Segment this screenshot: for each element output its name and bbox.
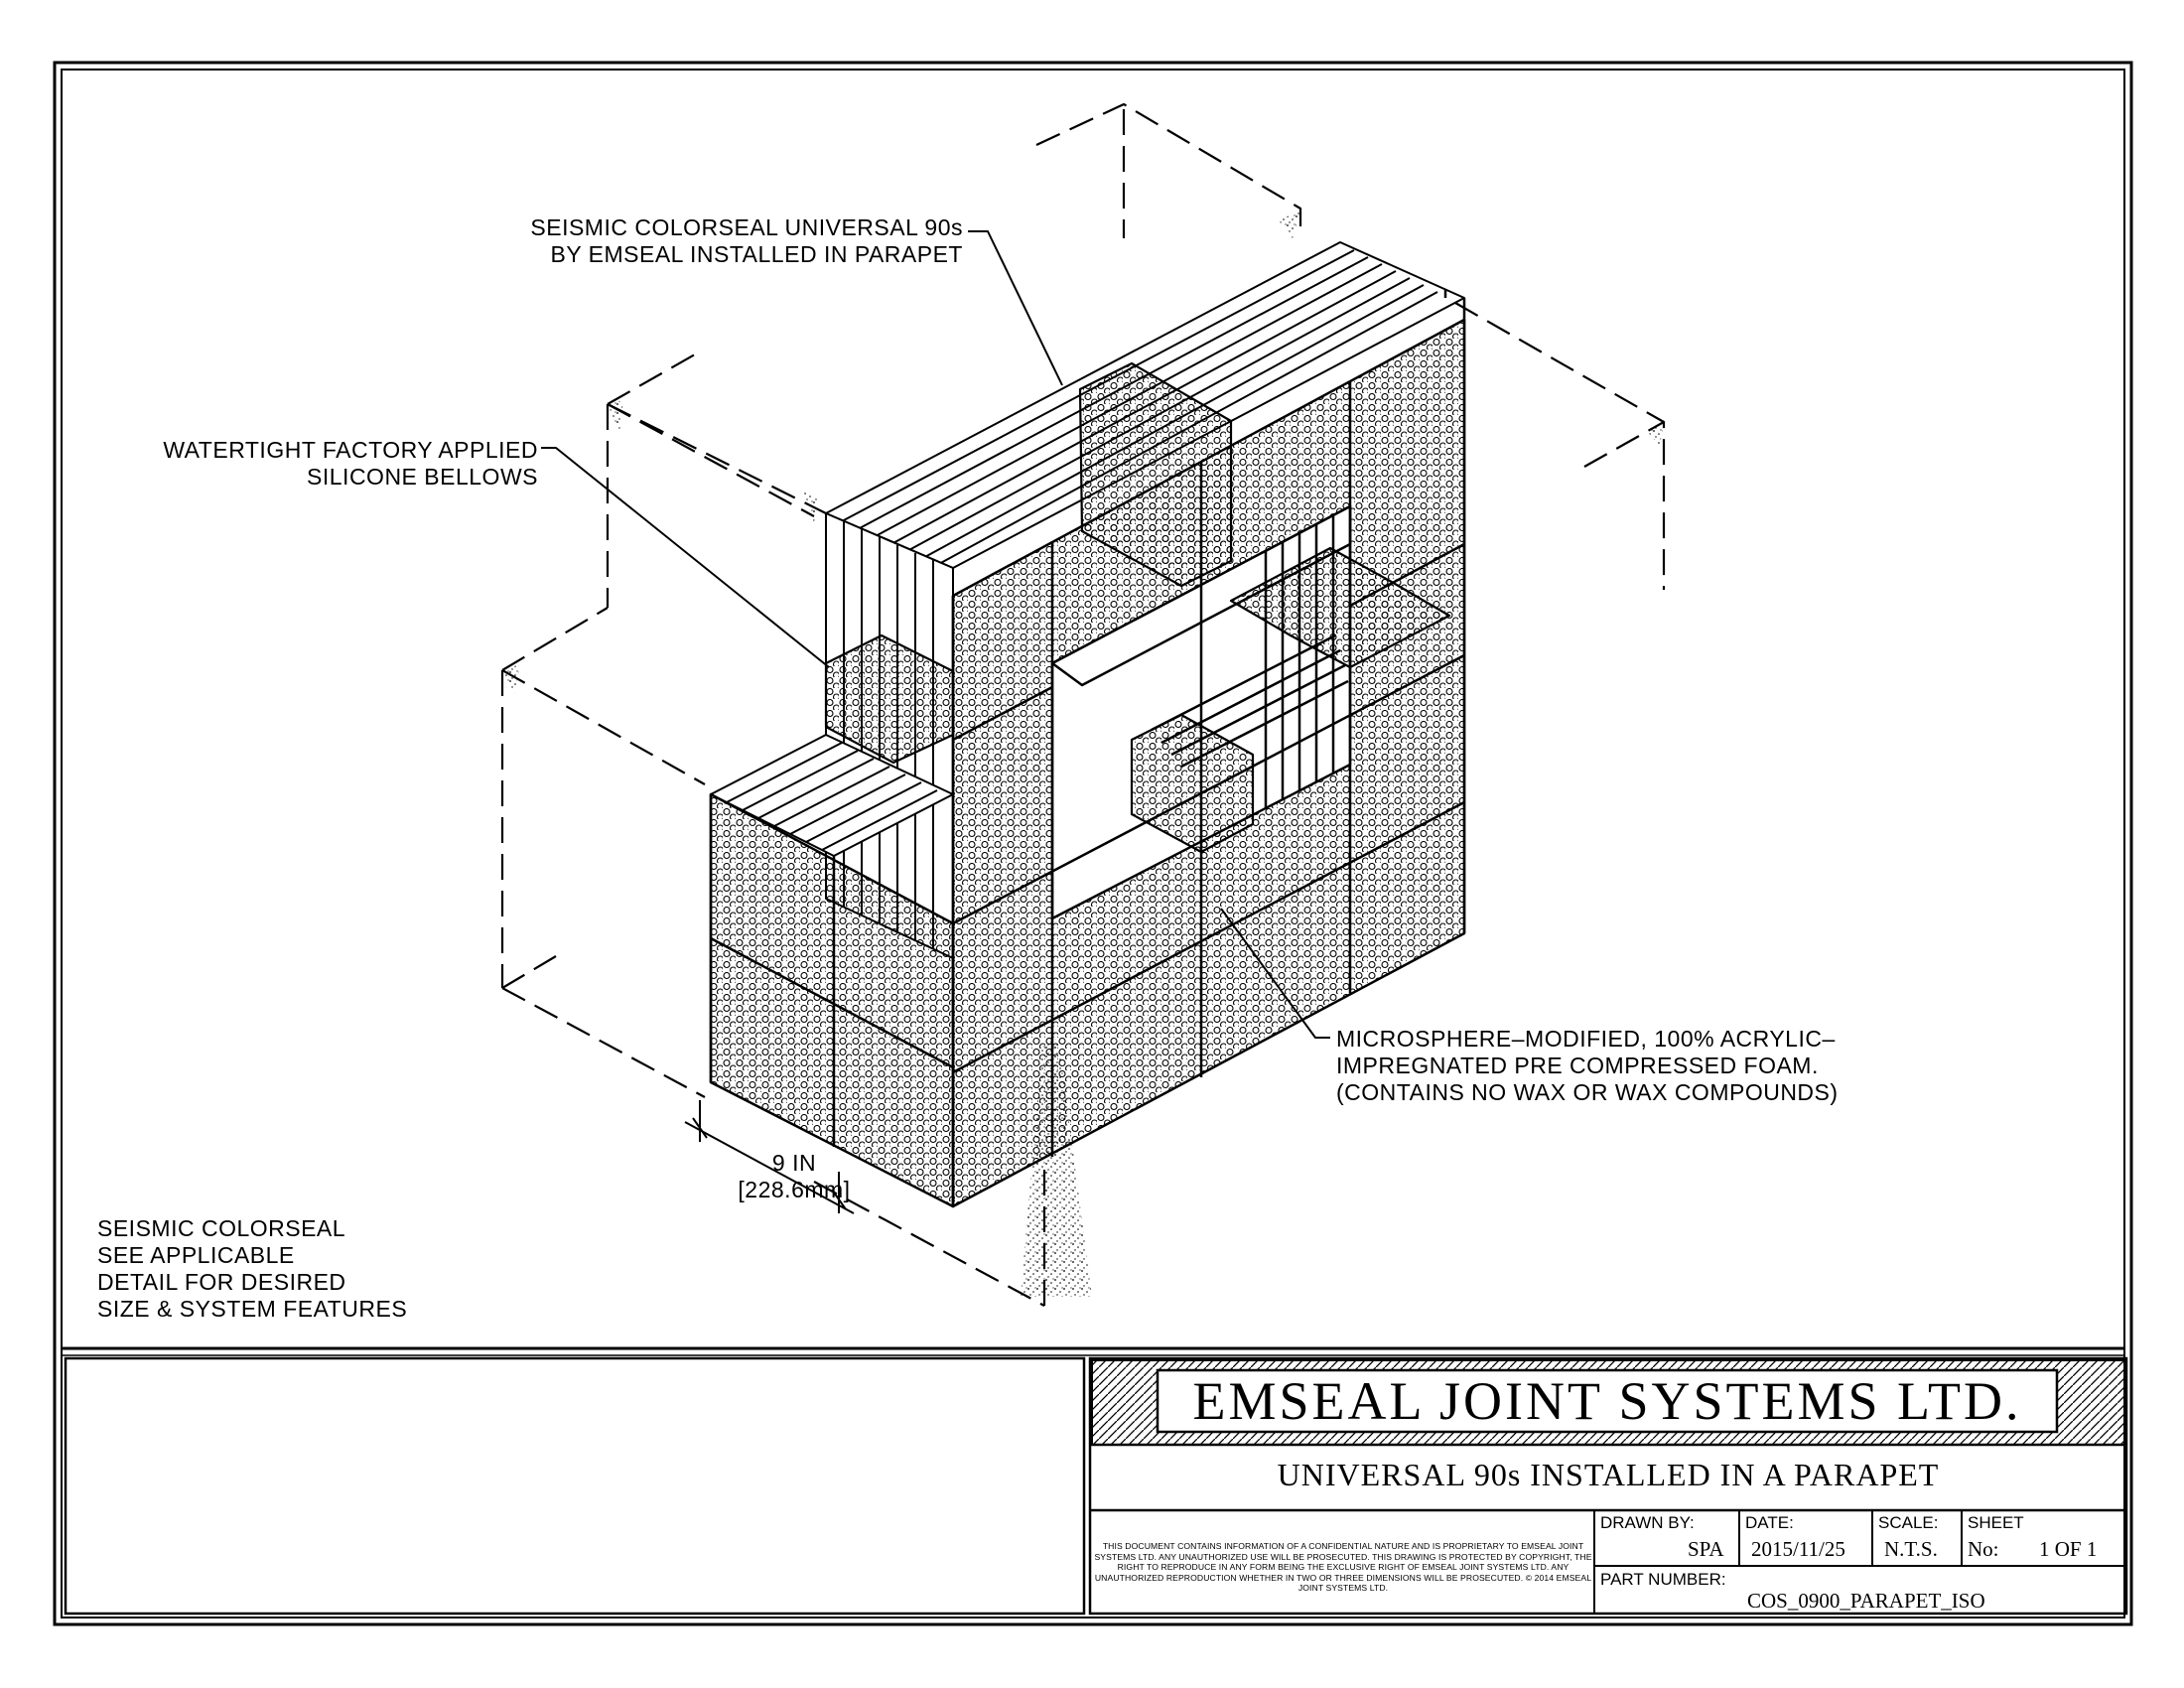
part-number-value: COS_0900_PARAPET_ISO [1747, 1589, 1985, 1613]
product-leader [968, 230, 1063, 386]
date-value: 2015/11/25 [1751, 1537, 1845, 1561]
product-annotation-line-2: BY EMSEAL INSTALLED IN PARAPET [550, 241, 963, 267]
foam-annotation: MICROSPHERE–MODIFIED, 100% ACRYLIC– IMPR… [1336, 1026, 1839, 1106]
dimension-9in [684, 1100, 855, 1214]
general-note-line-3: DETAIL FOR DESIRED [97, 1269, 346, 1295]
foam-leader [1220, 908, 1330, 1039]
inner-border [61, 69, 2125, 1618]
foam-end-blocks [824, 361, 1451, 854]
part-number-label: PART NUMBER: [1600, 1570, 1726, 1589]
drawn-by-value: SPA [1688, 1537, 1724, 1561]
leader-lines [541, 230, 1330, 1039]
general-note-line-1: SEISMIC COLORSEAL [97, 1215, 346, 1241]
product-annotation: SEISMIC COLORSEAL UNIVERSAL 90s BY EMSEA… [486, 214, 963, 268]
foam-annotation-line-3: (CONTAINS NO WAX OR WAX COMPOUNDS) [1336, 1079, 1839, 1105]
date-label: DATE: [1745, 1513, 1794, 1532]
foam-annotation-line-2: IMPREGNATED PRE COMPRESSED FOAM. [1336, 1053, 1819, 1078]
foam-annotation-line-1: MICROSPHERE–MODIFIED, 100% ACRYLIC– [1336, 1026, 1836, 1052]
scale-value: N.T.S. [1884, 1537, 1938, 1561]
general-note: SEISMIC COLORSEAL SEE APPLICABLE DETAIL … [97, 1215, 407, 1323]
sheet-value: 1 OF 1 [2039, 1537, 2098, 1561]
dimension-label: 9 IN [228.6mm] [735, 1150, 854, 1203]
isometric-parapet-drawing [500, 102, 1666, 1307]
notes-box [64, 1356, 1086, 1616]
company-name: EMSEAL JOINT SYSTEMS LTD. [1192, 1371, 2022, 1431]
drawing-title: UNIVERSAL 90s INSTALLED IN A PARAPET [1277, 1457, 1940, 1492]
bellows-annotation: WATERTIGHT FACTORY APPLIED SILICONE BELL… [159, 437, 538, 491]
drawn-by-label: DRAWN BY: [1600, 1513, 1695, 1532]
title-block [1088, 1356, 2128, 1616]
dimension-imperial: 9 IN [771, 1150, 817, 1176]
bellows-annotation-line-1: WATERTIGHT FACTORY APPLIED [163, 437, 538, 463]
outer-border [53, 61, 2133, 1626]
scale-label: SCALE: [1878, 1513, 1939, 1532]
product-annotation-line-1: SEISMIC COLORSEAL UNIVERSAL 90s [530, 214, 963, 240]
general-note-line-2: SEE APPLICABLE [97, 1242, 295, 1268]
sheet-label: SHEET [1968, 1513, 2024, 1532]
company-name-panel [1156, 1368, 2059, 1434]
dimension-metric: [228.6mm] [738, 1177, 851, 1202]
bellows-leader [541, 447, 830, 668]
general-note-line-4: SIZE & SYSTEM FEATURES [97, 1296, 408, 1322]
confidentiality-notice: THIS DOCUMENT CONTAINS INFORMATION OF A … [1094, 1541, 1592, 1594]
bellows-annotation-line-2: SILICONE BELLOWS [307, 464, 538, 490]
sheet-no-label: No: [1968, 1537, 1999, 1561]
